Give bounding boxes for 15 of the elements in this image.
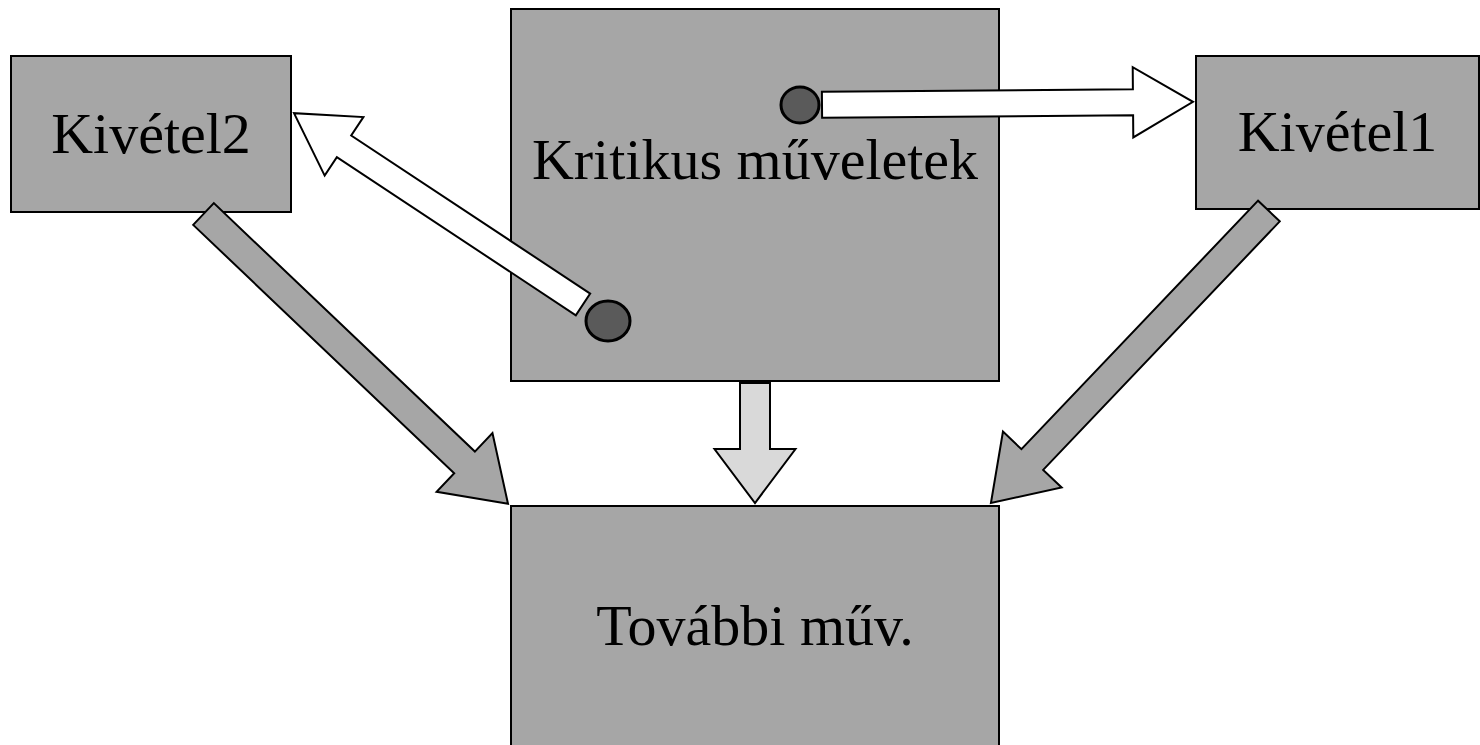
block-arrow [712,382,798,505]
box-label: További műv. [596,592,914,660]
process-box [510,505,1000,745]
process-box [10,55,292,213]
box-label: Kivétel1 [1237,99,1438,166]
circle-marker [584,299,632,343]
process-box [1195,55,1480,210]
block-arrow [292,112,592,317]
block-arrow [191,201,510,506]
process-box [510,8,1000,382]
block-arrow [989,199,1282,505]
box-label: Kritikus műveletek [531,126,979,194]
box-label: Kivétel2 [51,100,251,168]
block-arrow [820,65,1195,140]
circle-marker [779,85,821,125]
